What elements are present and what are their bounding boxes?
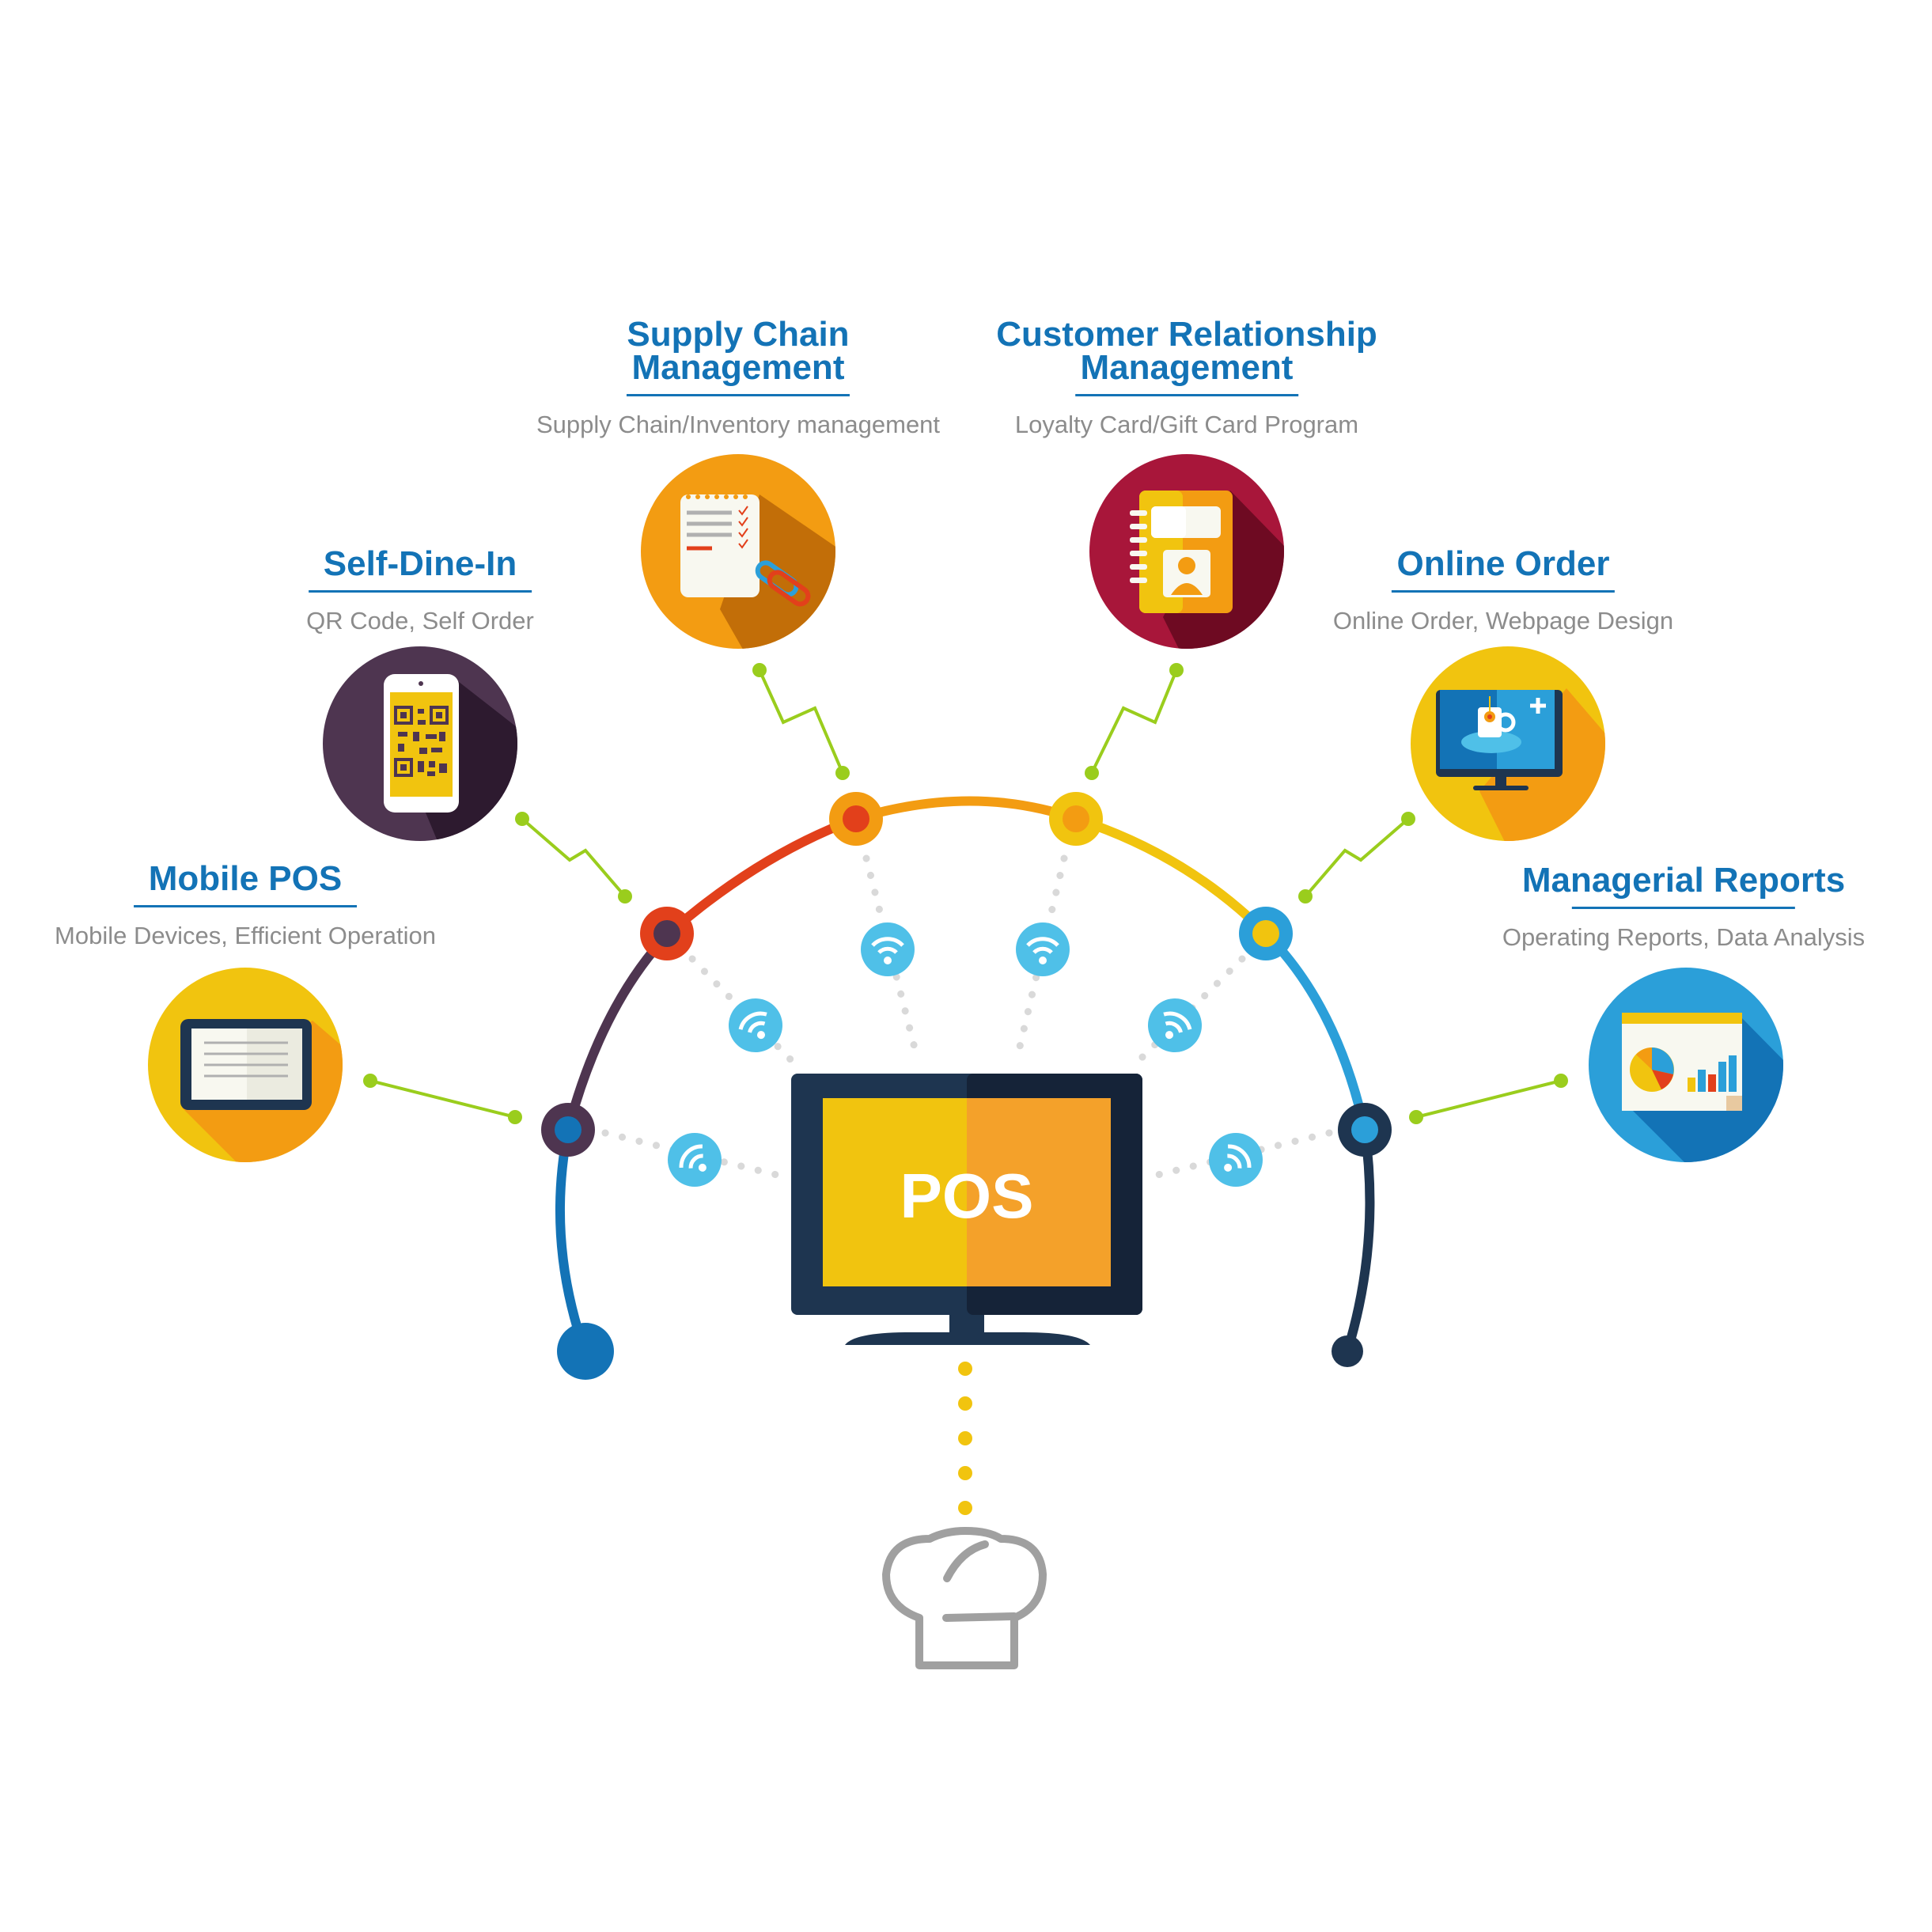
connector-self-dine-in	[521, 817, 627, 898]
arc-segment-yellow	[1071, 814, 1271, 938]
title-underline	[626, 394, 850, 396]
arc-end-left	[557, 1323, 614, 1380]
arc-segment-blue-left	[555, 1125, 590, 1358]
connector-dots	[363, 663, 1568, 1124]
wifi-icon	[1148, 998, 1202, 1052]
title-underline	[309, 590, 532, 593]
feature-title: Management	[1080, 348, 1294, 387]
title-underline	[1075, 394, 1298, 396]
feature-subtitle: Mobile Devices, Efficient Operation	[55, 922, 436, 949]
connector-online-order	[1304, 817, 1410, 898]
pos-monitor	[791, 1074, 1142, 1345]
feature-crm-label: Customer Relationship Management Loyalty…	[996, 315, 1377, 439]
notepad-icon	[641, 454, 835, 649]
feature-mobile-pos-label: Mobile POS Mobile Devices, Efficient Ope…	[55, 862, 436, 950]
feature-title: Online Order	[1396, 544, 1610, 583]
tablet-icon	[148, 968, 343, 1162]
web-monitor-icon	[1411, 646, 1605, 841]
arc-segment-navy-right	[1343, 1125, 1375, 1356]
feature-online-order-label: Online Order Online Order, Webpage Desig…	[1333, 547, 1673, 635]
chef-hat-icon	[882, 1527, 1047, 1669]
pos-label: POS	[900, 1161, 1034, 1231]
feature-title: Mobile POS	[148, 859, 343, 898]
connector-managerial-reports	[1415, 1079, 1562, 1119]
pos-screen-left	[823, 1098, 967, 1286]
feature-subtitle: Online Order, Webpage Design	[1332, 607, 1674, 635]
wifi-icon	[668, 1133, 722, 1187]
feature-subtitle: Operating Reports, Data Analysis	[1502, 923, 1866, 951]
arc-segment-light-blue	[1261, 929, 1369, 1135]
title-underline	[1572, 907, 1795, 909]
arc-segment-purple	[563, 929, 673, 1135]
feature-supply-chain-label: Supply Chain Management Supply Chain/Inv…	[536, 315, 941, 439]
report-chart-icon	[1589, 968, 1783, 1162]
arc-end-right	[1332, 1335, 1363, 1367]
wifi-icon	[1209, 1133, 1263, 1187]
title-underline	[1391, 590, 1615, 593]
title-underline	[133, 905, 357, 907]
feature-title: Management	[631, 348, 845, 387]
connector-mobile-pos	[369, 1079, 516, 1119]
feature-title: Supply Chain	[627, 315, 850, 354]
feature-self-dine-in-label: Self-Dine-In QR Code, Self Order	[306, 547, 534, 635]
feature-subtitle: Supply Chain/Inventory management	[536, 411, 941, 438]
feature-title: Customer Relationship	[996, 315, 1377, 354]
wifi-icon	[1016, 922, 1070, 976]
connector-supply-chain	[758, 669, 844, 774]
contact-book-icon	[1089, 454, 1284, 649]
feature-managerial-reports-label: Managerial Reports Operating Reports, Da…	[1502, 861, 1866, 952]
feature-subtitle: QR Code, Self Order	[306, 607, 534, 635]
wifi-icon	[861, 922, 915, 976]
feature-connectors	[369, 669, 1562, 1119]
pos-screen-right	[967, 1098, 1111, 1286]
feature-subtitle: Loyalty Card/Gift Card Program	[1014, 411, 1359, 438]
feature-title: Managerial Reports	[1521, 861, 1846, 900]
arc-nodes	[541, 792, 1392, 1157]
arc-segment-orange	[851, 796, 1081, 824]
kitchen-dotted-line	[958, 1362, 972, 1515]
connector-crm	[1090, 669, 1178, 774]
pos-monitor-stand	[845, 1332, 1090, 1345]
feature-title: Self-Dine-In	[323, 544, 517, 583]
qr-phone-icon	[323, 646, 517, 841]
arc-segment-red	[664, 814, 861, 938]
wifi-icon	[729, 998, 782, 1052]
wifi-badges	[668, 922, 1263, 1187]
